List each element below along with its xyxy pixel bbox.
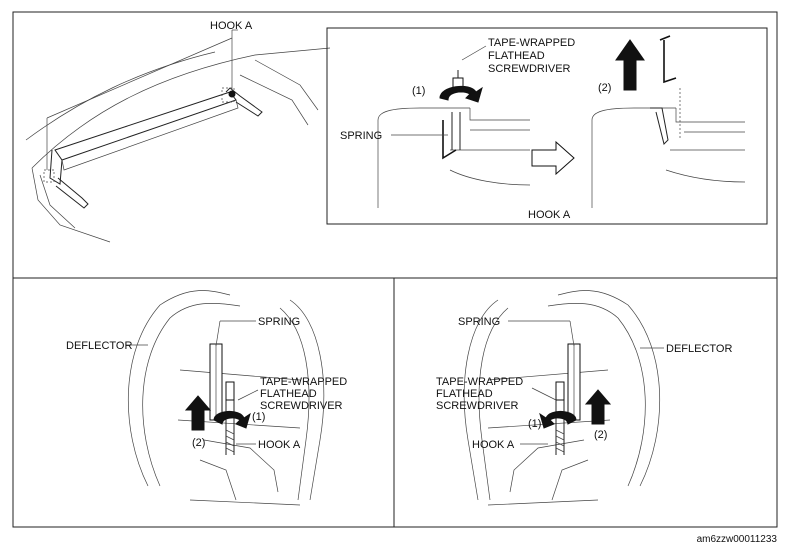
deflector-label-right: DEFLECTOR [666, 343, 732, 355]
inset-after: (2) [591, 35, 746, 208]
spring-label-right: SPRING [458, 316, 500, 328]
lift-arrow-icon [184, 395, 212, 431]
hook-a-label-overview: HOOK A [210, 20, 253, 32]
bottom-left-illustration: (1) (2) SPRING DEFLECTOR TAPE-WRAPPED FL… [66, 290, 347, 506]
tape-wrapped-label-inset-2: FLATHEAD [488, 50, 545, 62]
hook-a-label-right: HOOK A [472, 439, 515, 451]
step-1-label-right: (1) [528, 418, 541, 430]
inset-before: (1) SPRING TAPE-WRAPPED FLATHEAD SCREWDR… [340, 37, 575, 208]
lift-arrow-icon [615, 39, 645, 91]
next-step-arrow-icon [531, 140, 575, 176]
step-1-label-inset: (1) [412, 85, 425, 97]
step-1-label-left: (1) [252, 411, 265, 423]
step-2-label-left: (2) [192, 437, 205, 449]
deflector-label-left: DEFLECTOR [66, 340, 132, 352]
step-2-label-inset: (2) [598, 82, 611, 94]
hook-a-detail-box [326, 27, 768, 225]
tape-wrapped-label-left-2: FLATHEAD [260, 388, 317, 400]
figure-border [12, 11, 778, 528]
tape-wrapped-label-inset-3: SCREWDRIVER [488, 63, 571, 75]
overview-illustration: HOOK A [25, 20, 331, 243]
hook-a-label-left: HOOK A [258, 439, 301, 451]
tape-wrapped-label-right-3: SCREWDRIVER [436, 400, 519, 412]
spring-label-inset: SPRING [340, 130, 382, 142]
tape-wrapped-label-right-2: FLATHEAD [436, 388, 493, 400]
hook-a-caption: HOOK A [528, 209, 571, 221]
tape-wrapped-label-left-1: TAPE-WRAPPED [260, 376, 347, 388]
rotate-arrow-icon [539, 411, 577, 429]
figure-code: am6zzw00011233 [697, 534, 778, 545]
tape-wrapped-label-right-1: TAPE-WRAPPED [436, 376, 523, 388]
rotate-arrow-icon [439, 85, 483, 103]
spring-label-left: SPRING [258, 316, 300, 328]
step-2-label-right: (2) [594, 429, 607, 441]
bottom-right-illustration: (1) (2) SPRING DEFLECTOR TAPE-WRAPPED FL… [436, 290, 732, 506]
lift-arrow-icon [584, 389, 612, 425]
tape-wrapped-label-left-3: SCREWDRIVER [260, 400, 343, 412]
tape-wrapped-label-inset-1: TAPE-WRAPPED [488, 37, 575, 49]
rotate-arrow-icon [213, 411, 251, 429]
